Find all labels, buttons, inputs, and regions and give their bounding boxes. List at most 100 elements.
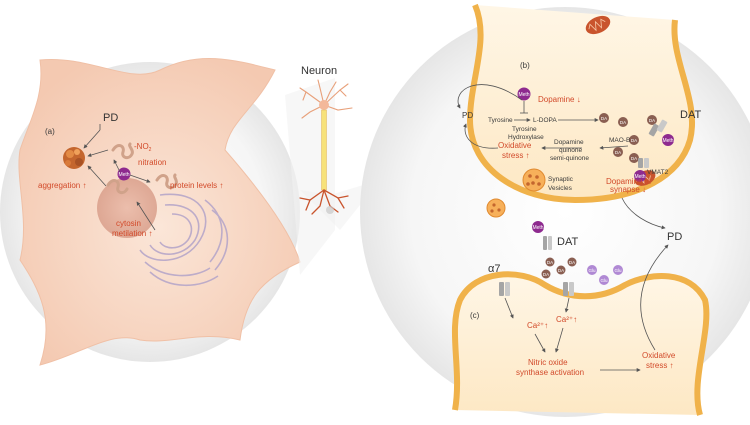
neuron-title: Neuron: [301, 65, 337, 77]
meth-molecule: [662, 134, 674, 146]
meth-molecule: [517, 87, 531, 101]
ca-to-nos-arrow-2: [555, 327, 564, 353]
neuron-cell-body: [18, 57, 301, 366]
oxidative-to-pd-arrow-c: [640, 244, 669, 351]
cytosin-label-1: cytosin: [116, 219, 141, 228]
endoplasmic-reticulum: [139, 193, 229, 286]
panel-a-arrows: [83, 129, 156, 231]
svg-text:DA: DA: [631, 156, 637, 161]
soma: [319, 100, 329, 110]
nmda-receptor: [563, 282, 574, 296]
oxidative-c-label-2: stress ↑: [646, 361, 674, 370]
protein-squiggle: [106, 179, 129, 195]
dopamine-labels: DA DA DA DA DA DA DA DA DA DA: [543, 116, 655, 277]
panel-bc: (b) Meth Dopamine ↓ PD Tyrosine L-DOPA T…: [360, 3, 750, 417]
pd-label-c: PD: [667, 231, 682, 243]
svg-text:DA: DA: [543, 272, 549, 277]
nos-label-2: synthase activation: [516, 368, 584, 377]
pd-label-a: PD: [103, 112, 118, 124]
protein-squiggle: [155, 173, 178, 190]
zoom-cone-bottom: [300, 180, 380, 230]
svg-text:DA: DA: [649, 118, 655, 123]
glutamate-labels: Glu Glu Glu: [588, 268, 622, 283]
meth-molecule: [117, 167, 131, 181]
cytosin-label-2: metilation ↑: [112, 229, 152, 238]
alpha7-ca-arrow: [504, 297, 514, 319]
oxidative-stress-label-2: stress ↑: [502, 151, 530, 160]
meth-label: Meth: [518, 92, 529, 98]
glutamate-molecules: [587, 265, 623, 285]
protein-levels-label: protein levels ↑: [170, 181, 223, 190]
dat-transporter-top: [648, 119, 668, 137]
mitochondrion: [585, 15, 611, 35]
meth-label: Meth: [118, 172, 129, 178]
synapse-zoom-target: [326, 206, 334, 214]
no2-label: -NO2: [134, 142, 152, 153]
synaptic-vesicle: [522, 168, 546, 192]
panel-a: Meth (a) PD -NO2 nitration protein level…: [0, 57, 301, 366]
synaptic-vesicle-fused: [486, 198, 506, 218]
tyrosine-hydroxylase-label-1: Tyrosine: [512, 126, 537, 133]
protein-squiggle: [111, 142, 134, 160]
panel-b-tag: (b): [520, 61, 530, 70]
aggregation-label: aggregation ↑: [38, 181, 86, 190]
dopamine-decrease-label: Dopamine ↓: [538, 95, 581, 104]
pd-arrow: [456, 84, 523, 109]
ca-label-2: Ca²⁺↑: [556, 315, 577, 324]
dat-transporter-bottom: [543, 236, 552, 250]
ca-to-nos-arrow-1: [534, 333, 546, 353]
svg-text:DA: DA: [615, 150, 621, 155]
protein-aggregate: [63, 147, 85, 169]
alpha7-receptor: [499, 282, 510, 296]
dq-label-2: quinone: [559, 147, 583, 154]
synaptic-vesicles-label-1: Synaptic: [548, 176, 574, 183]
meth-molecule: [532, 221, 544, 233]
vmat2-transporter: [638, 158, 649, 168]
svg-text:DA: DA: [558, 268, 564, 273]
svg-text:Glu: Glu: [588, 268, 596, 273]
nmda-ca-arrow: [564, 297, 570, 313]
postsynaptic-terminal: [451, 271, 710, 416]
dat-label-bottom: DAT: [557, 236, 578, 248]
meth-label: Meth: [532, 225, 543, 231]
svg-text:DA: DA: [601, 116, 607, 121]
dq-label-3: semi-quinone: [550, 155, 589, 162]
meth-label: Meth: [662, 138, 673, 144]
pd-label-b: PD: [462, 111, 473, 120]
maob-label: MAO-B: [609, 137, 630, 144]
ldopa-label: L-DOPA: [533, 117, 557, 124]
dopamine-synapse-label-1: Dopamine in: [606, 177, 651, 186]
dopamine-molecules: [541, 113, 657, 279]
oxidative-stress-label-1: Oxidative: [498, 141, 532, 150]
svg-text:DA: DA: [620, 120, 626, 125]
neuron-overview: Neuron: [285, 65, 380, 275]
axon-terminals: [299, 189, 349, 215]
meth-molecule: [634, 170, 646, 182]
svg-text:Glu: Glu: [614, 268, 622, 273]
alpha7-label: α7: [488, 263, 500, 275]
ca-label-1: Ca²⁺↑: [527, 321, 548, 330]
axon: [321, 109, 327, 191]
synaptic-vesicles-label-2: Vesicles: [548, 185, 573, 192]
dopamine-synapse-label-2: synapse ↓: [610, 185, 646, 194]
svg-text:DA: DA: [569, 260, 575, 265]
panel-a-tag: (a): [45, 127, 55, 136]
dendrites: [299, 79, 353, 119]
synapse-to-pd-arrow: [621, 197, 666, 230]
dat-label-top: DAT: [680, 109, 701, 121]
nucleus: [97, 178, 157, 238]
oxidative-c-label-1: Oxidative: [642, 351, 676, 360]
tyrosine-label: Tyrosine: [488, 117, 513, 124]
vmat2-label: VMAT2: [647, 169, 669, 176]
nitration-label: nitration: [138, 158, 166, 167]
panel-c-tag: (c): [470, 311, 480, 320]
oxidative-to-pd-arrow: [462, 123, 499, 149]
nos-label-1: Nitric oxide: [528, 358, 568, 367]
maob-arrow: [599, 145, 629, 150]
svg-text:DA: DA: [547, 260, 553, 265]
meth-label: Meth: [634, 174, 645, 180]
dq-label-1: Dopamine: [554, 139, 584, 146]
svg-text:DA: DA: [631, 138, 637, 143]
